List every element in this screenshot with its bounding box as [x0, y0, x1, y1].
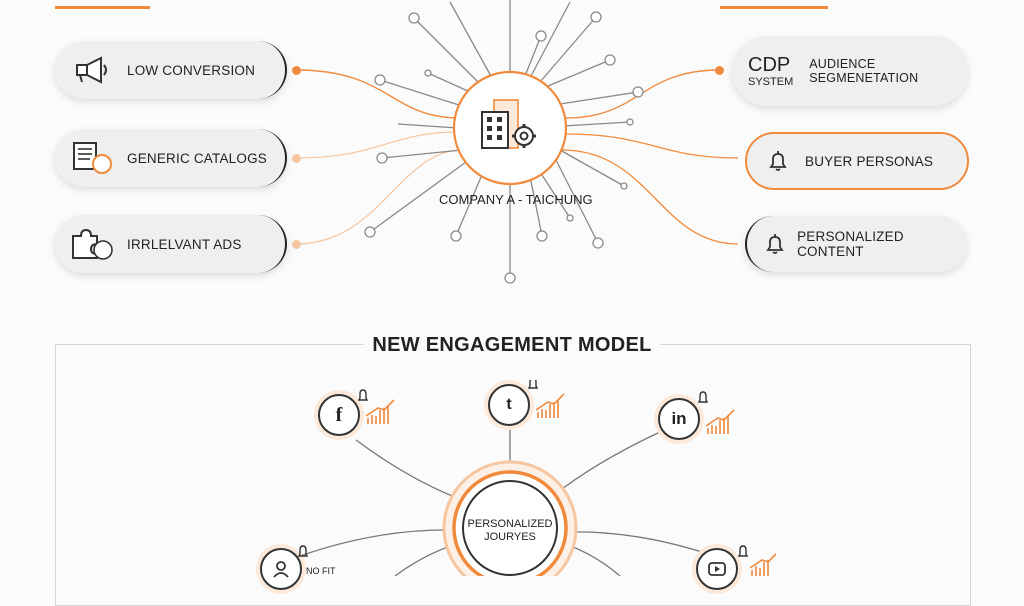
megaphone-icon — [69, 50, 115, 90]
connector-dot — [292, 240, 301, 249]
linkedin-icon: in — [658, 398, 700, 440]
building-gear-icon — [481, 99, 536, 149]
facebook-icon: f — [318, 394, 360, 436]
center-label-line1: PERSONALIZED — [467, 518, 553, 530]
puzzle-icon — [69, 224, 115, 264]
facebook-node[interactable]: f — [314, 390, 364, 440]
section-title: NEW ENGAGEMENT MODEL — [364, 334, 660, 357]
nofit-label: NO FIT — [306, 566, 336, 576]
connector-dot — [292, 66, 301, 75]
pill-label: LOW CONVERSION — [127, 62, 256, 78]
pill-low-conversion[interactable]: LOW CONVERSION — [55, 41, 287, 99]
pill-label: PERSONALIZED CONTENT — [797, 229, 904, 259]
pill-label: AUDIENCE SEGMENETATION — [809, 57, 919, 85]
growth-decor — [297, 380, 777, 576]
pill-label: IRRLELVANT ADS — [127, 236, 242, 252]
user-icon — [260, 548, 302, 590]
system-label: SYSTEM — [748, 75, 794, 88]
top-right-accent-line — [720, 6, 828, 9]
pill-label: GENERIC CATALOGS — [127, 150, 267, 166]
engagement-network — [299, 430, 721, 576]
pill-generic-catalogs[interactable]: GENERIC CATALOGS — [55, 129, 287, 187]
pill-irrelevant-ads[interactable]: IRRLELVANT ADS — [55, 215, 287, 273]
bell-icon — [755, 141, 801, 181]
catalog-icon — [69, 138, 115, 178]
pill-audience-segmentation[interactable]: CDP SYSTEM AUDIENCE SEGMENETATION — [732, 36, 968, 106]
pill-label: BUYER PERSONAS — [805, 153, 934, 169]
center-label-line2: JOURYES — [484, 531, 536, 543]
bell-icon — [753, 224, 797, 264]
twitter-icon: t — [488, 384, 530, 426]
hub-label: COMPANY A - TAICHUNG — [439, 192, 593, 207]
center-label: PERSONALIZED JOURYES — [462, 518, 558, 544]
connector-dot — [715, 66, 724, 75]
pill-buyer-personas[interactable]: BUYER PERSONAS — [745, 132, 969, 190]
pill-personalized-content[interactable]: PERSONALIZED CONTENT — [745, 216, 967, 272]
cdp-label: CDP — [748, 53, 791, 76]
top-left-accent-line — [55, 6, 150, 9]
linkedin-node[interactable]: in — [654, 394, 704, 444]
connector-dot — [292, 154, 301, 163]
twitter-node[interactable]: t — [484, 380, 534, 430]
